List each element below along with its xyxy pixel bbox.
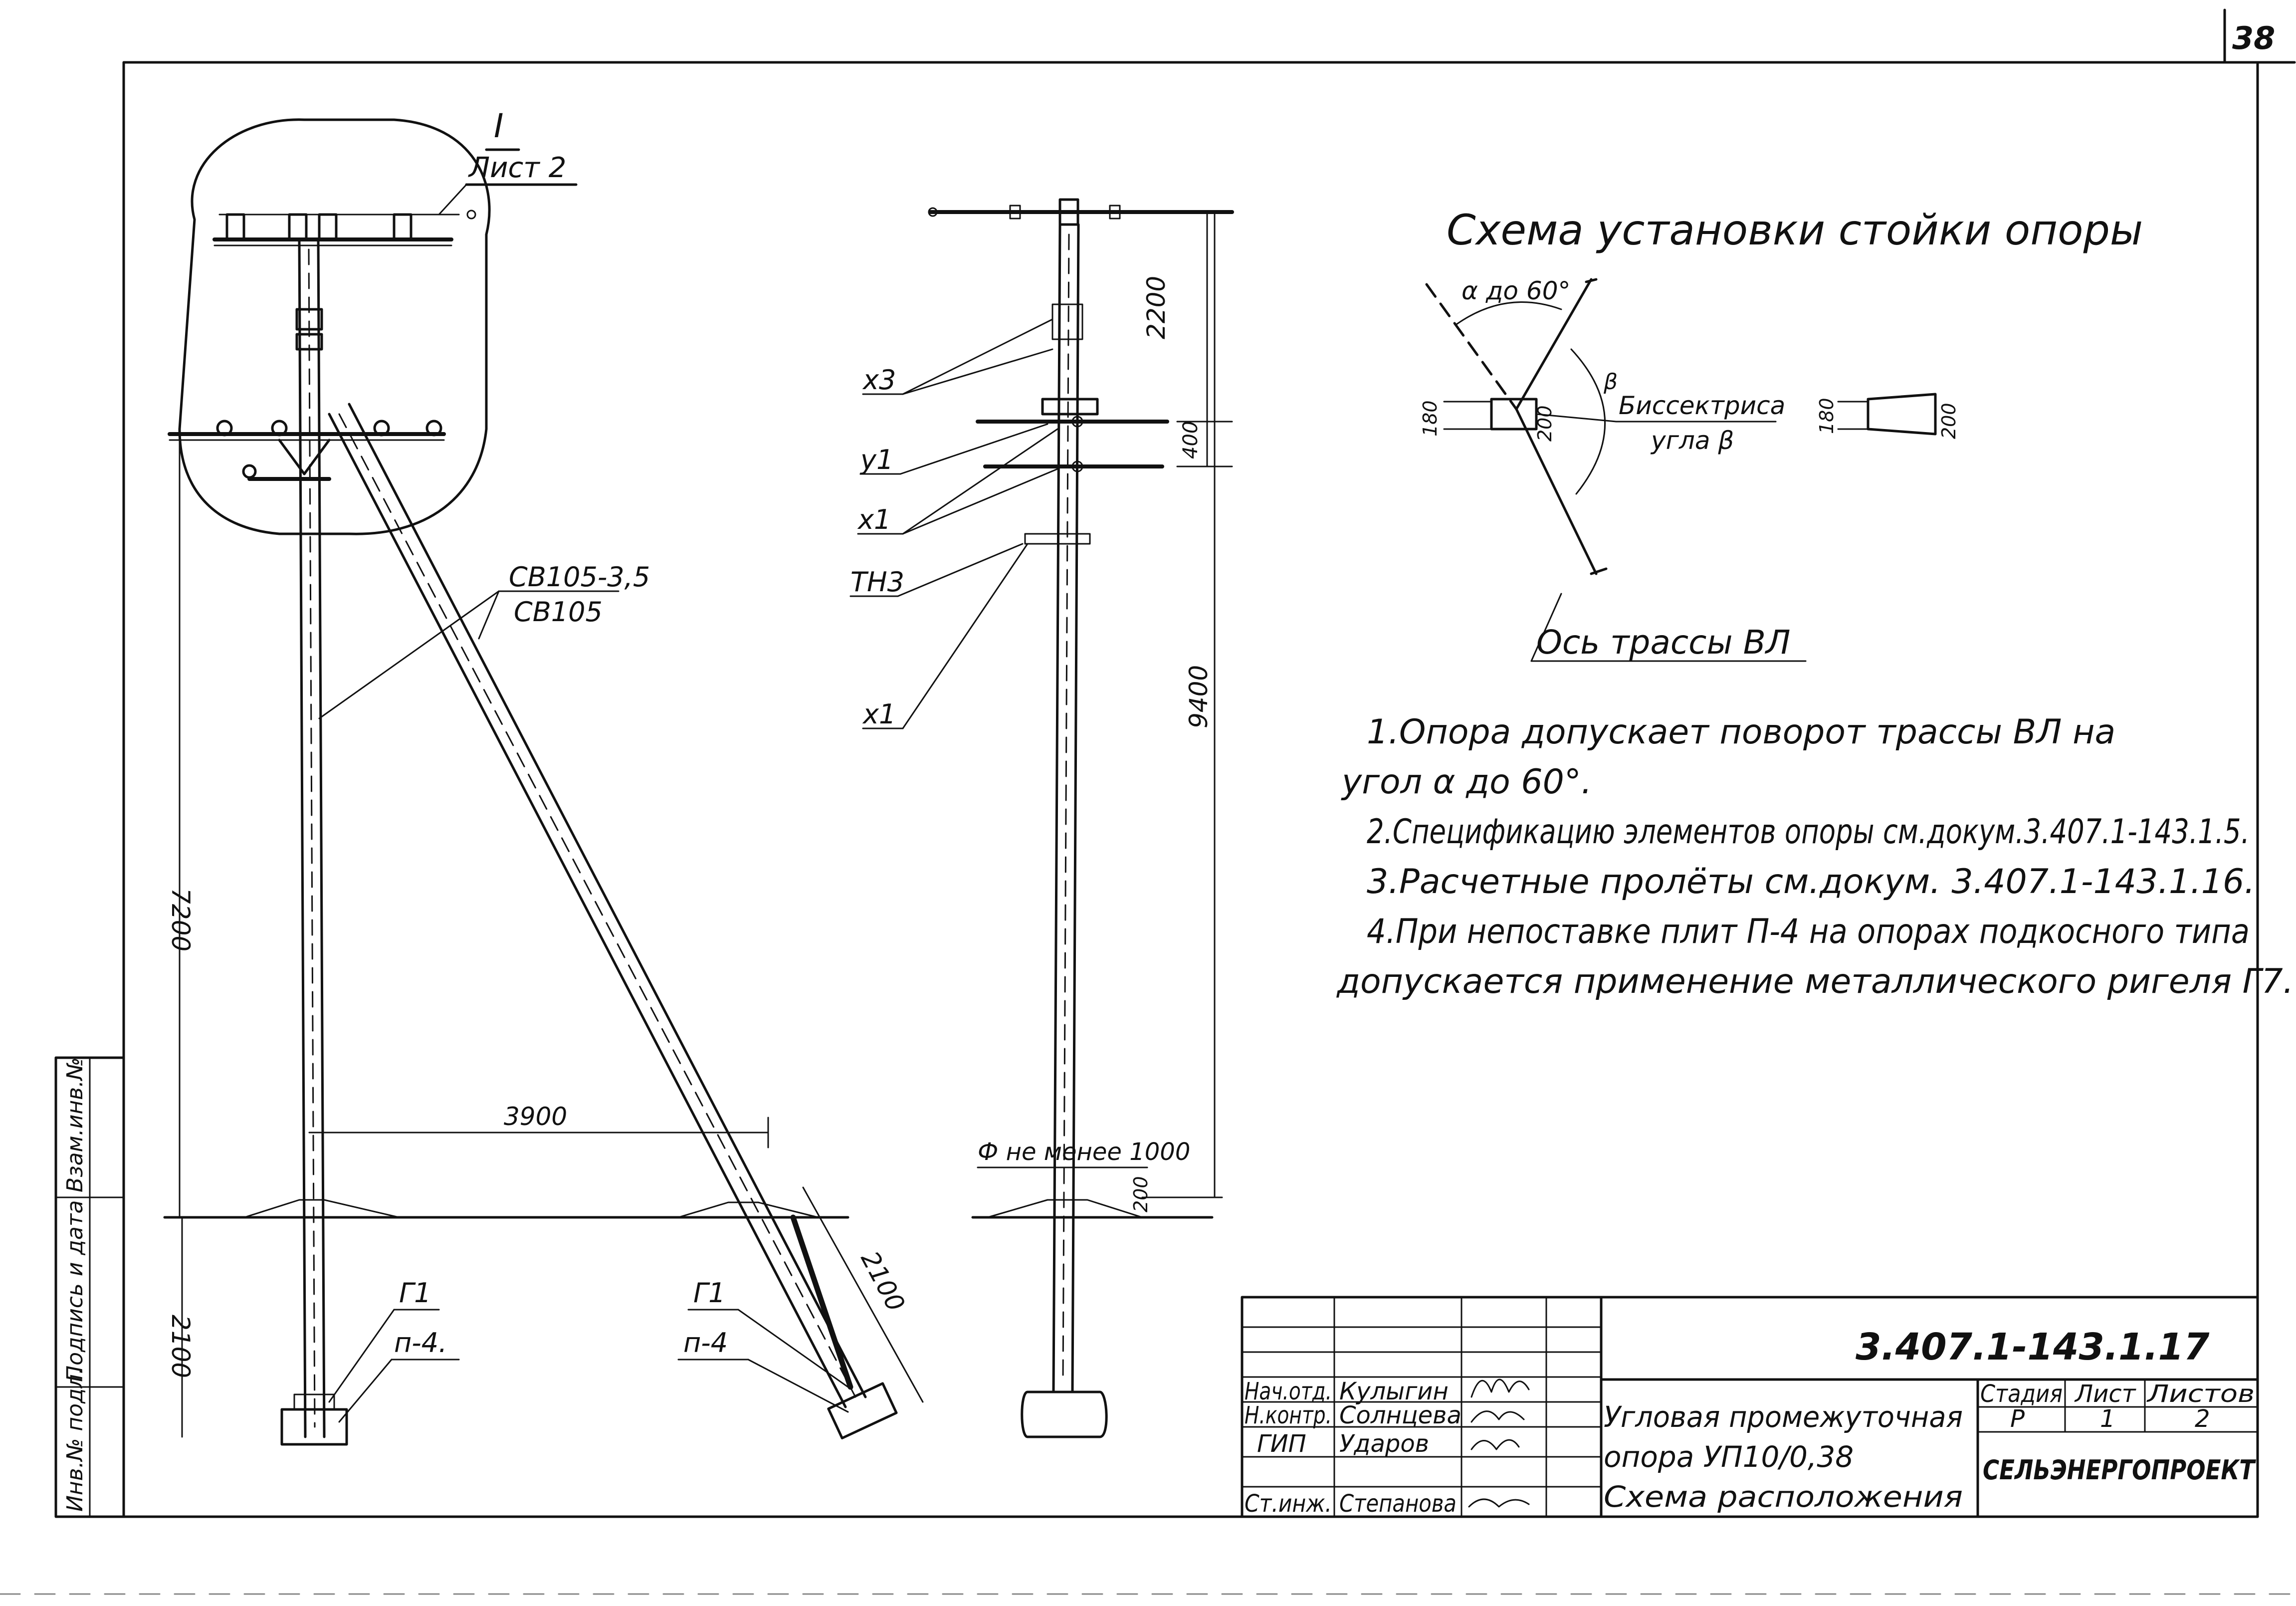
installation-scheme: Схема установки стойки опоры α до 60° β … xyxy=(1419,206,2143,662)
scheme-bisector-2: угла β xyxy=(1650,426,1734,455)
lower-insulators xyxy=(216,420,442,437)
note-4b: допускается применение металлического ри… xyxy=(1336,962,2294,1001)
sheets-header: Листов xyxy=(2146,1380,2255,1408)
side-view: х3 у1 х1 ТН3 х1 2200 400 9400 200 Ф не м… xyxy=(849,198,1234,1438)
org-name: СЕЛЬЭНЕРГОПРОЕКТ xyxy=(1983,1454,2256,1486)
role-0: Нач.отд. xyxy=(1245,1377,1332,1405)
label-tn3: ТН3 xyxy=(850,566,904,598)
side-base-plate xyxy=(1021,1390,1108,1438)
note-1b: угол α до 60°. xyxy=(1341,762,1592,802)
stamp-vzam: Взам.инв.№ xyxy=(62,1057,88,1192)
dim-2100-pole: 2100 xyxy=(166,1315,195,1378)
note-4a: 4.При непоставке плит П-4 на опорах подк… xyxy=(1367,912,2250,951)
dim-2100-strut: 2100 xyxy=(855,1246,910,1316)
name-2: Ударов xyxy=(1339,1430,1429,1458)
scheme-angle-label: α до 60° xyxy=(1461,276,1571,305)
signature-0 xyxy=(1470,1378,1530,1398)
label-x1b: х1 xyxy=(862,698,896,730)
label-g1-pole: Г1 xyxy=(399,1277,431,1309)
side-stamp: Инв.№ подл. Подпись и дата Взам.инв.№ xyxy=(54,1056,125,1518)
scheme-dim-180b: 180 xyxy=(1816,398,1838,434)
sheets-value: 2 xyxy=(2195,1405,2210,1433)
label-p4-strut: п-4 xyxy=(683,1327,728,1359)
wire-label-sv105-35: СВ105-3,5 xyxy=(509,561,650,593)
role-3: Ст.инж. xyxy=(1245,1490,1332,1518)
title-block: 3.407.1-143.1.17 Нач.отд. Н.контр. ГИП С… xyxy=(1241,1296,2259,1518)
desc-line-3: Схема расположения xyxy=(1604,1480,1963,1514)
dim-2200: 2200 xyxy=(1142,276,1171,339)
note-1a: 1.Опора допускает поворот трассы ВЛ на xyxy=(1367,712,2115,752)
label-x3: х3 xyxy=(862,364,896,396)
scheme-beta: β xyxy=(1603,369,1618,395)
signature-2 xyxy=(1470,1439,1520,1450)
desc-line-2: опора УП10/0,38 xyxy=(1604,1440,1854,1474)
sheet-header: Лист xyxy=(2074,1380,2137,1408)
label-y1: у1 xyxy=(859,444,893,475)
desc-line-1: Угловая промежуточная xyxy=(1604,1400,1963,1434)
stage-value: Р xyxy=(2010,1405,2025,1433)
scheme-bisector-1: Биссектриса xyxy=(1619,391,1785,420)
signature-3 xyxy=(1468,1498,1530,1508)
diameter-note: Ф не менее 1000 xyxy=(978,1138,1190,1166)
sheet-number: 38 xyxy=(2232,20,2275,56)
notes: 1.Опора допускает поворот трассы ВЛ на у… xyxy=(1336,712,2294,1001)
wire-label-sv105: СВ105 xyxy=(514,596,603,628)
ground-line-left xyxy=(163,1199,849,1219)
role-2: ГИП xyxy=(1257,1430,1306,1458)
scheme-dim-200b: 200 xyxy=(1938,403,1960,439)
dim-9400: 9400 xyxy=(1184,665,1213,728)
callout-roman: I xyxy=(494,107,503,145)
name-0: Кулыгин xyxy=(1339,1377,1449,1405)
drawing-frame xyxy=(0,8,2296,1595)
signature-1 xyxy=(1470,1410,1525,1423)
strut-base-plate xyxy=(827,1382,898,1440)
note-2: 2.Спецификацию элементов опоры см.докум.… xyxy=(1367,812,2250,852)
dim-200: 200 xyxy=(1130,1176,1152,1212)
role-1: Н.контр. xyxy=(1245,1401,1332,1429)
label-g1-strut: Г1 xyxy=(693,1277,725,1309)
left-view: I Лист 2 xyxy=(163,107,924,1446)
doc-code: 3.407.1-143.1.17 xyxy=(1856,1326,2210,1369)
note-3: 3.Расчетные пролёты см.докум. 3.407.1-14… xyxy=(1367,862,2255,902)
dim-400: 400 xyxy=(1179,421,1202,459)
callout-sheet-ref: Лист 2 xyxy=(468,152,566,184)
top-insulators xyxy=(218,210,476,241)
scheme-dim-200a: 200 xyxy=(1534,405,1556,442)
dim-7200: 7200 xyxy=(166,888,195,951)
stamp-inv-podl: Инв.№ подл. xyxy=(62,1367,88,1512)
label-x1a: х1 xyxy=(857,504,891,535)
scheme-axis-label: Ось трассы ВЛ xyxy=(1536,623,1790,662)
stamp-podpis: Подпись и дата xyxy=(62,1200,88,1382)
name-1: Солнцева xyxy=(1339,1401,1461,1429)
scheme-dim-180a: 180 xyxy=(1419,400,1441,437)
sheet-value: 1 xyxy=(2100,1405,2115,1433)
scheme-title: Схема установки стойки опоры xyxy=(1447,206,2143,254)
label-p4-pole: п-4. xyxy=(394,1327,447,1359)
stage-header: Стадия xyxy=(1980,1380,2063,1408)
name-3: Степанова xyxy=(1339,1490,1457,1518)
dim-3900: 3900 xyxy=(504,1102,567,1131)
detail-callout-outline xyxy=(178,118,491,535)
